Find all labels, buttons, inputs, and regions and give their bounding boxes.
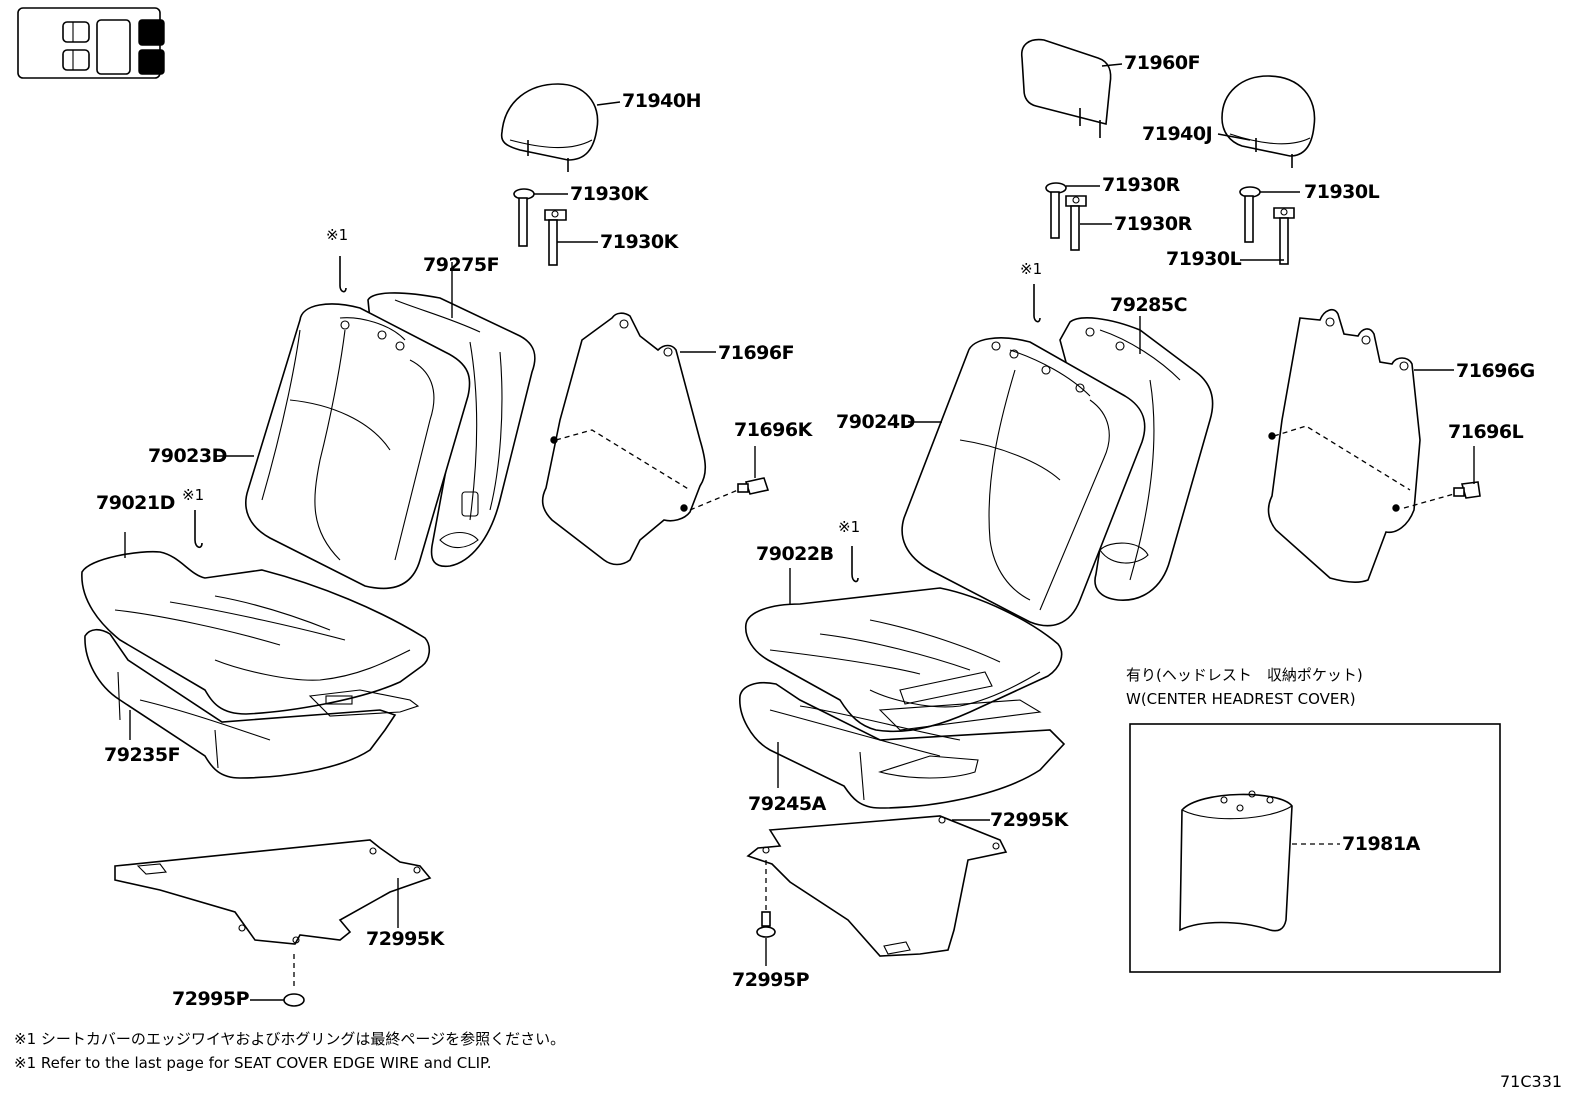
headrest-71940J bbox=[1217, 75, 1316, 168]
label-71930K-a: 71930K bbox=[570, 183, 648, 205]
label-79023D: 79023D bbox=[148, 445, 227, 467]
seatback-board-71696F bbox=[541, 312, 716, 566]
headrest-guide-71930R-b bbox=[1065, 195, 1112, 251]
screw-71696K bbox=[689, 446, 770, 511]
inset-box bbox=[1129, 723, 1501, 973]
headrest-guide-71930L-b bbox=[1240, 207, 1295, 265]
label-79275F: 79275F bbox=[423, 254, 500, 276]
seatback-cover-79024D bbox=[901, 337, 1146, 627]
label-79021D: 79021D bbox=[96, 492, 175, 514]
undercover-72995K-left bbox=[114, 839, 432, 945]
label-79022B: 79022B bbox=[756, 543, 834, 565]
headrest-guide-71930K-b bbox=[544, 209, 598, 266]
headrest-guide-71930L-a bbox=[1239, 186, 1300, 243]
seat-cushion-pad-79235F bbox=[84, 628, 420, 779]
label-79245A: 79245A bbox=[748, 793, 826, 815]
label-79285C: 79285C bbox=[1110, 294, 1188, 316]
label-71981A: 71981A bbox=[1342, 833, 1420, 855]
label-71696K: 71696K bbox=[734, 419, 812, 441]
inset-title-jp: 有り(ヘッドレスト 収納ポケット) bbox=[1126, 666, 1363, 684]
label-71930L-b: 71930L bbox=[1166, 248, 1242, 270]
label-71930K-b: 71930K bbox=[600, 231, 678, 253]
label-72995K-right: 72995K bbox=[990, 809, 1068, 831]
clip-mark-label-2: ※1 bbox=[182, 486, 205, 504]
headrest-71940H bbox=[500, 83, 621, 172]
clip-mark-3 bbox=[1033, 284, 1041, 323]
clip-mark-4 bbox=[851, 546, 859, 583]
label-71930L-a: 71930L bbox=[1304, 181, 1380, 203]
label-71696L: 71696L bbox=[1448, 421, 1524, 443]
seat-cushion-pad-79245A bbox=[739, 681, 1066, 809]
label-72995P-left: 72995P bbox=[172, 988, 250, 1010]
seat-cushion-cover-79022B bbox=[744, 568, 1063, 733]
diagram-code: 71C331 bbox=[1500, 1072, 1563, 1091]
seat-cushion-cover-79021D bbox=[81, 532, 431, 715]
label-71696G: 71696G bbox=[1456, 360, 1535, 382]
clip-mark-label-3: ※1 bbox=[1020, 260, 1043, 278]
inset-title-en: W(CENTER HEADREST COVER) bbox=[1126, 690, 1356, 708]
clip-mark-2 bbox=[194, 510, 203, 549]
clip-72995P-left bbox=[250, 954, 305, 1007]
label-71930R-b: 71930R bbox=[1114, 213, 1192, 235]
seat-layout-icon bbox=[17, 7, 165, 79]
label-79235F: 79235F bbox=[104, 744, 181, 766]
label-71940J: 71940J bbox=[1142, 123, 1213, 145]
label-71960F: 71960F bbox=[1124, 52, 1201, 74]
footnote-en: ※1 Refer to the last page for SEAT COVER… bbox=[14, 1054, 492, 1072]
headrest-71960F bbox=[1020, 38, 1123, 138]
headrest-guide-71930K-a bbox=[513, 188, 568, 247]
label-71930R-a: 71930R bbox=[1102, 174, 1180, 196]
label-71940H: 71940H bbox=[622, 90, 702, 112]
seatback-cover-79023D bbox=[216, 303, 471, 590]
clip-mark-1 bbox=[339, 256, 347, 293]
clip-mark-label-4: ※1 bbox=[838, 518, 861, 536]
headrest-guide-71930R-a bbox=[1045, 182, 1100, 239]
label-71696F: 71696F bbox=[718, 342, 795, 364]
label-72995P-right: 72995P bbox=[732, 969, 810, 991]
clip-mark-label-1: ※1 bbox=[326, 226, 349, 244]
seatback-board-71696G bbox=[1267, 308, 1454, 583]
label-72995K-left: 72995K bbox=[366, 928, 444, 950]
footnote-jp: ※1 シートカバーのエッジワイヤおよびホグリングは最終ページを参照ください。 bbox=[14, 1030, 566, 1048]
screw-71696L bbox=[1403, 446, 1481, 509]
undercover-72995K-right bbox=[746, 815, 1008, 957]
clip-72995P-right bbox=[756, 860, 776, 966]
label-79024D: 79024D bbox=[836, 411, 915, 433]
